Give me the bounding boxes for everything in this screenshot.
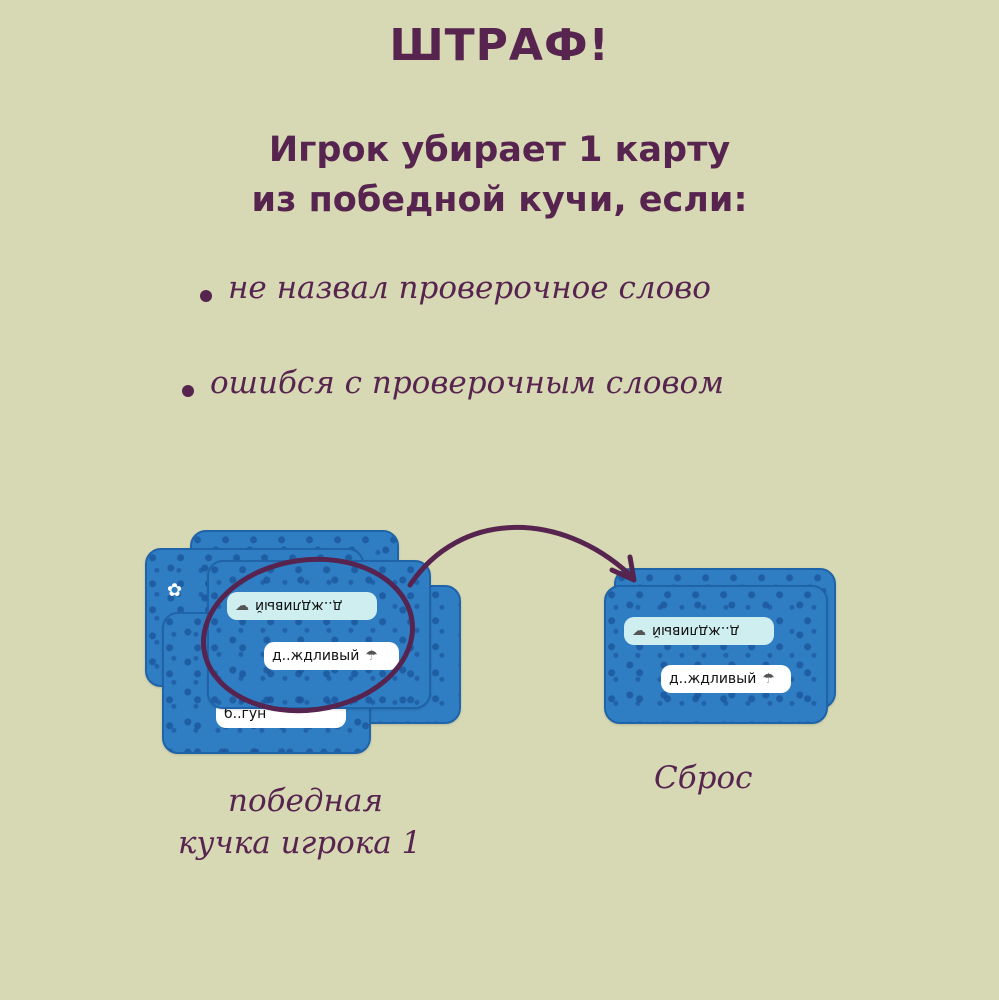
subtitle-line-1: Игрок убирает 1 карту — [268, 130, 731, 170]
card-word-upside-down: ☁ д..ждливый — [624, 617, 774, 645]
pile-label-line-1: победная — [228, 783, 383, 819]
animal-icon: ✿ — [167, 580, 183, 601]
highlight-circle — [200, 556, 416, 714]
card-word-upside-down: ☁ д..ждливый — [227, 592, 377, 620]
arrow-head-icon — [609, 554, 637, 583]
card-word: д..ждливый ☂ — [264, 642, 399, 670]
condition-2: ошибся с проверочным словом — [210, 365, 724, 401]
arrow-curve — [407, 524, 633, 588]
cloud-icon: ☁ — [235, 598, 249, 614]
rain-cloud-icon: ☂ — [762, 671, 775, 687]
pile-label-line-2: кучка игрока 1 — [178, 825, 422, 861]
discard-label: Сброс — [654, 760, 753, 796]
subtitle-line-2: из победной кучи, если: — [251, 180, 748, 220]
page-title: ШТРАФ! — [389, 20, 610, 71]
rain-cloud-icon: ☂ — [365, 648, 378, 664]
bullet-icon — [200, 290, 212, 302]
cloud-icon: ☁ — [632, 623, 646, 639]
card-word: д..ждливый ☂ — [661, 665, 791, 693]
condition-1: не назвал проверочное слово — [228, 270, 711, 306]
card-top: ☁ д..ждливый д..ждливый ☂ — [604, 585, 828, 724]
bullet-icon — [182, 385, 194, 397]
